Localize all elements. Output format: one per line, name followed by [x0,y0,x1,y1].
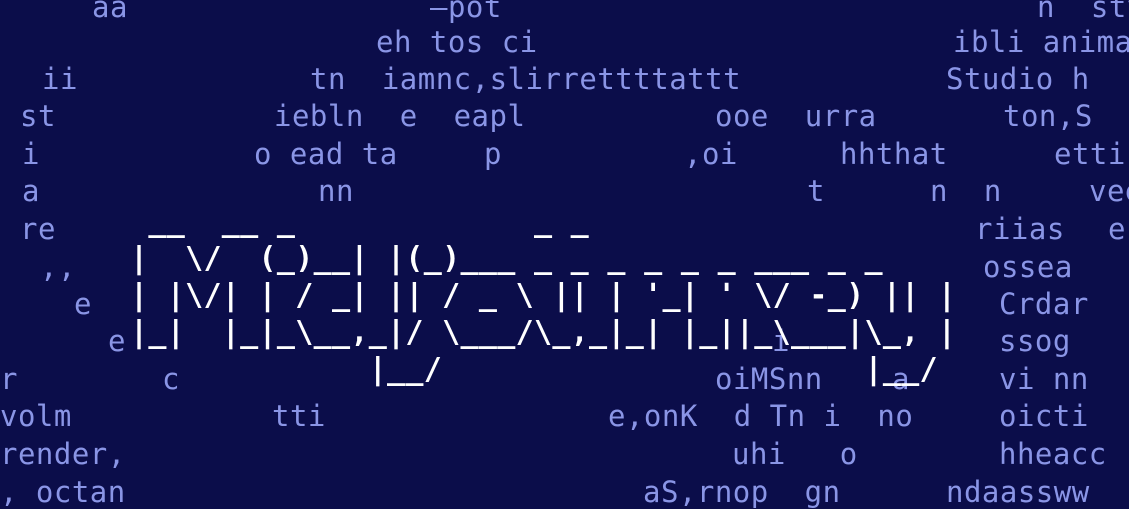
text-fragment: Crdar [999,287,1089,321]
text-fragment: hhthat [840,137,948,171]
text-fragment: Studio h [946,62,1090,96]
text-fragment: riias [975,212,1065,246]
text-fragment: ibli anima [953,25,1129,59]
text-fragment: i [22,137,40,171]
text-fragment: e [108,324,126,358]
text-fragment: r [0,362,18,396]
text-fragment: a [892,362,910,396]
text-fragment: hheacc [999,437,1107,471]
text-fragment: t [807,174,825,208]
text-fragment: e [74,287,92,321]
text-fragment: —pot [430,0,502,24]
text-fragment: ,, [40,250,76,284]
text-fragment: i [772,324,790,358]
text-fragment: vee [1089,174,1129,208]
text-fragment: p [484,137,502,171]
text-fragment: st [20,99,56,133]
text-fragment: render, [0,437,126,471]
text-fragment: oicti [999,399,1089,433]
text-fragment: ton,S [1003,99,1093,133]
text-fragment: a [22,174,40,208]
text-fragment: aa [92,0,128,24]
text-fragment: , octan [0,475,126,509]
text-fragment: vi nn [999,362,1089,396]
text-fragment: oiMSnn [715,362,823,396]
text-fragment: c [162,362,180,396]
text-fragment: aS,rnop gn [643,475,841,509]
text-fragment: re [20,212,56,246]
text-fragment: n n [930,174,1002,208]
text-fragment: ossea [983,250,1073,284]
text-fragment: iebln e eapl [274,99,526,133]
text-fragment: nn [318,174,354,208]
text-fragment: ii [42,62,78,96]
ascii-logo: __ __ _ _ _ | \/ (_)__| |(_)___ _ _ _ _ … [130,204,957,387]
text-fragment: e [1108,212,1126,246]
text-fragment: e,onK d Tn i no [608,399,914,433]
text-fragment: ,oi [684,137,738,171]
text-fragment: ooe urra [715,99,877,133]
text-fragment: ndaassww [946,475,1090,509]
text-fragment: n sty [1037,0,1129,24]
text-fragment: tn iamnc,slirrettttattt [310,62,742,96]
text-fragment: uhi o [732,437,858,471]
text-fragment: eh tos ci [376,25,538,59]
text-fragment: etti [1054,137,1126,171]
text-fragment: tti [272,399,326,433]
text-fragment: volm [0,399,72,433]
text-fragment: o ead ta [254,137,398,171]
text-fragment: ssog [999,324,1071,358]
